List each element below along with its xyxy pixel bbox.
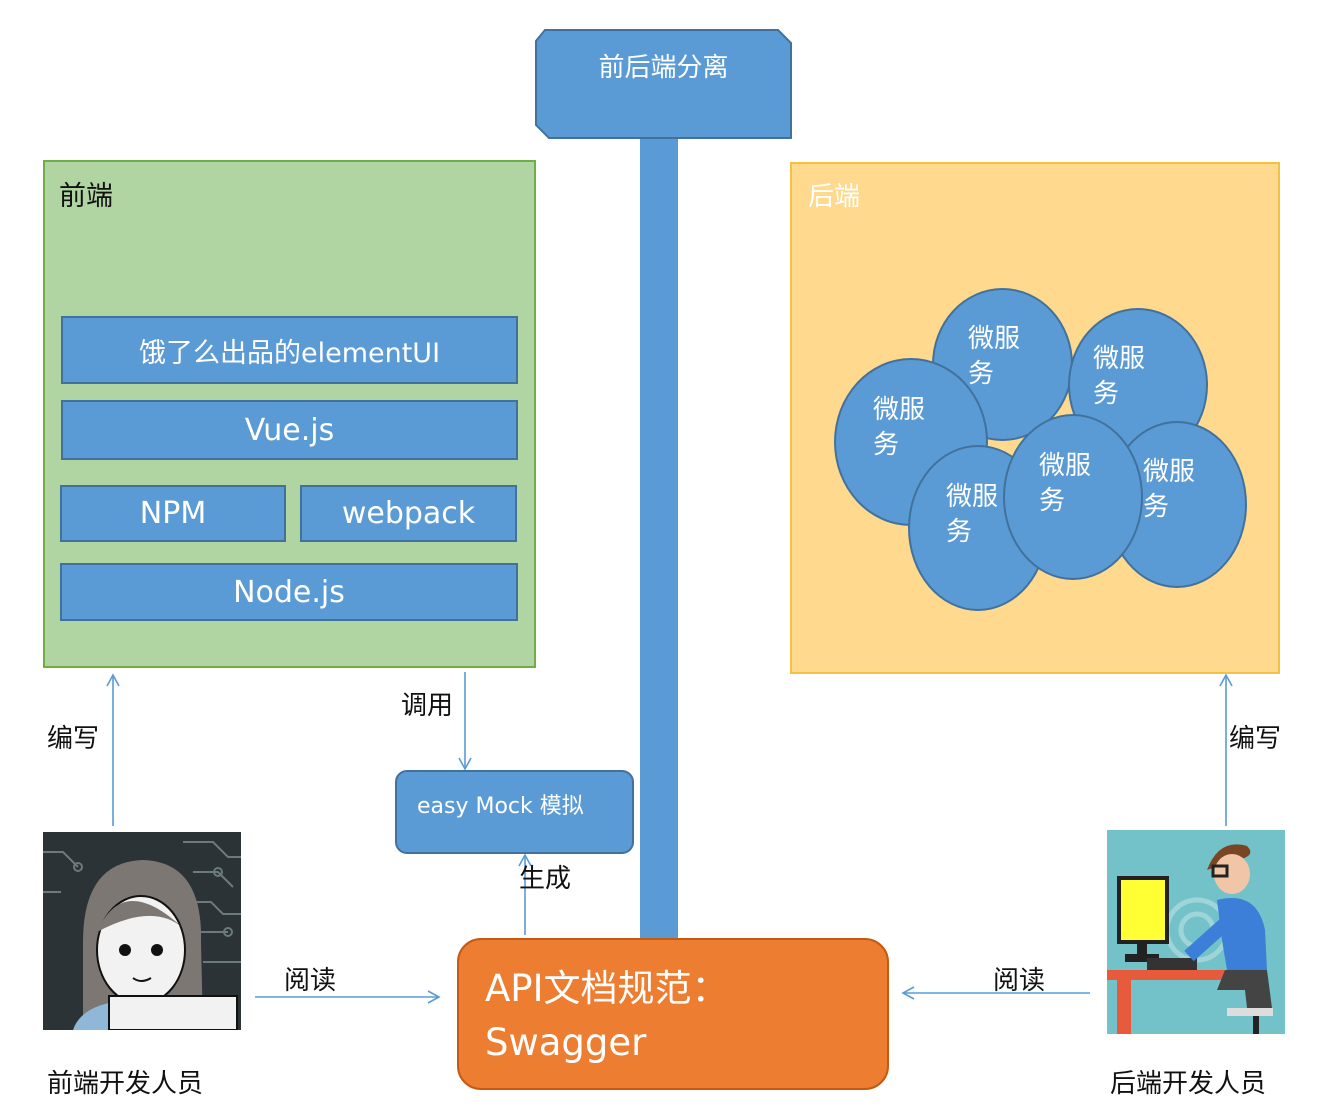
label-generate: 生成: [519, 864, 572, 894]
backend-title: 后端: [808, 182, 861, 212]
label-frontend-read: 阅读: [284, 966, 337, 996]
stack-webpack: webpack: [300, 485, 517, 542]
label-invoke: 调用: [401, 691, 454, 721]
swagger-name: Swagger: [485, 1021, 647, 1064]
microservice-label: 微服务: [1093, 344, 1146, 409]
label-backend-write: 编写: [1229, 724, 1282, 754]
label-backend-read: 阅读: [993, 966, 1046, 996]
frontend-developer-icon: [43, 832, 241, 1030]
easy-mock-box: easy Mock 模拟: [395, 770, 634, 854]
microservice-node: [1003, 414, 1143, 580]
swagger-title: API文档规范：: [485, 967, 729, 1010]
microservice-label: 微服务: [946, 482, 999, 547]
stack-npm: NPM: [60, 485, 286, 542]
stack-elementui: 饿了么出品的elementUI: [61, 316, 518, 384]
stack-vue: Vue.js: [61, 400, 518, 460]
easy-mock-label: easy Mock 模拟: [417, 794, 584, 819]
banner-label: 前后端分离: [598, 52, 729, 83]
frontend-title: 前端: [59, 181, 113, 212]
stack-node: Node.js: [60, 563, 518, 621]
swagger-box: API文档规范： Swagger: [457, 938, 889, 1090]
backend-developer-icon: [1107, 830, 1285, 1034]
microservice-label: 微服务: [1143, 457, 1196, 522]
central-pillar: [640, 135, 678, 940]
label-frontend-write: 编写: [47, 724, 100, 754]
banner-shape: [535, 29, 792, 139]
microservice-label: 微服务: [873, 395, 926, 460]
separation-banner: 前后端分离: [535, 29, 792, 139]
frontend-developer-label: 前端开发人员: [47, 1069, 204, 1099]
backend-developer-label: 后端开发人员: [1110, 1069, 1267, 1099]
microservice-label: 微服务: [968, 324, 1021, 389]
microservice-label: 微服务: [1039, 451, 1092, 516]
